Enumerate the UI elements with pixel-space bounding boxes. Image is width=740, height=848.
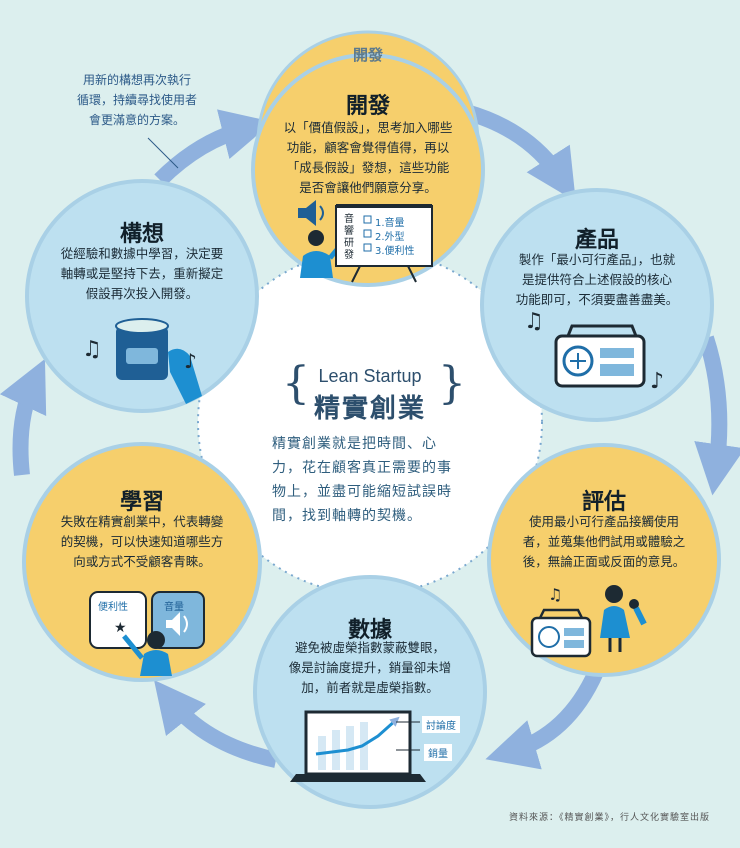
idea-description: 從經驗和數據中學習，決定要 軸轉或是堅持下去，重新擬定 假設再次投入開發。 [46, 244, 238, 304]
music-note-icon: ♫ ♪ [82, 337, 197, 373]
arrow-idea-to-develop [154, 109, 273, 186]
arrow-product-to-evaluate [694, 335, 740, 496]
svg-text:♫: ♫ [524, 309, 544, 334]
center-description: 精實創業就是把時間、心 力，花在顧客真正需要的事 物上，並盡可能縮短試誤時 間，… [272, 432, 472, 528]
note-pointer-line [147, 137, 179, 169]
svg-text:♪: ♪ [650, 369, 664, 394]
center-brace-left: { [282, 358, 310, 409]
product-title: 產品 [574, 228, 619, 253]
board-item: 1.音量 [375, 218, 405, 229]
evaluate-description: 使用最小可行產品接觸使用 者，並蒐集他們試用或體驗之 後，無論正面或反面的意見。 [506, 512, 702, 572]
board-side-label: 音 響 研 發 [344, 214, 356, 262]
svg-text:♫: ♫ [82, 337, 102, 362]
board-side-char: 發 [344, 250, 354, 261]
card-label-usability: 便利性 [98, 602, 128, 613]
data-line: 像是討論度提升，銷量卻未增 [288, 660, 452, 675]
svg-text:★: ★ [114, 620, 127, 636]
center-line: 物上，並盡可能縮短試誤時 [272, 484, 452, 500]
radio-icon [530, 608, 592, 658]
legend-sales: 銷量 [424, 744, 452, 761]
speaker-icon [298, 200, 324, 226]
product-line: 是提供符合上述假設的核心 [521, 272, 672, 287]
hand-icon [168, 348, 202, 404]
learn-line: 的契機，可以快速知道哪些方 [60, 534, 224, 549]
product-description: 製作「最小可行產品」，也就 是提供符合上述假設的核心 功能即可，不須要盡善盡美。 [500, 250, 694, 310]
cycle-note: 用新的構想再次執行 循環，持續尋找使用者 會更滿意的方案。 [52, 70, 222, 130]
board-side-char: 響 [344, 226, 354, 237]
svg-text:♫: ♫ [548, 585, 562, 604]
person-with-microphone-icon [600, 585, 647, 652]
develop-line: 以「價值假設」，思考加入哪些 [283, 120, 453, 135]
source-credit: 資料來源：《精實創業》，行人文化實驗室出版 [508, 813, 710, 823]
evaluate-line: 使用最小可行產品接觸使用 [528, 514, 679, 529]
data-line: 避免被虛榮指數蒙蔽雙眼， [294, 640, 445, 655]
learn-line: 失敗在精實創業中，代表轉變 [60, 514, 224, 529]
laptop-chart-icon [290, 710, 426, 782]
evaluate-line: 者，並蒐集他們試用或體驗之 [522, 534, 686, 549]
center-english-title: Lean Startup [318, 366, 422, 386]
center-brace-right: } [438, 358, 466, 409]
center-circle [197, 249, 543, 595]
idea-line: 軸轉或是堅持下去，重新擬定 [60, 266, 224, 281]
card-label-volume: 音量 [164, 602, 184, 613]
note-line: 用新的構想再次執行 [82, 73, 191, 87]
develop-title: 開發 [345, 94, 390, 119]
radio-icon [554, 324, 646, 388]
develop-line: 功能，顧客會覺得值得，再以 [286, 140, 450, 155]
arrow-data-to-learn [153, 680, 278, 768]
evaluate-line: 後，無論正面或反面的意見。 [522, 554, 686, 569]
center-chinese-title: 精實創業 [313, 394, 426, 424]
board-side-char: 音 [344, 214, 354, 225]
center-line: 力，花在顧客真正需要的事 [272, 460, 452, 476]
center-line: 間，找到軸轉的契機。 [272, 508, 422, 524]
develop-line: 是否會讓他們願意分享。 [299, 180, 437, 195]
idea-title: 構想 [119, 222, 164, 247]
cycle-arrows [0, 104, 740, 770]
music-note-icon: ♫ ♪ [524, 309, 664, 394]
board-item: 2.外型 [375, 232, 405, 243]
music-note-icon: ♫ [548, 585, 562, 604]
idea-circle [25, 179, 259, 413]
arrow-evaluate-to-data [485, 668, 604, 770]
volume-card-icon [151, 591, 205, 649]
person-pointing-icon [122, 631, 172, 676]
product-line: 功能即可，不須要盡善盡美。 [515, 292, 679, 307]
develop-tab-label: 開發 [352, 46, 383, 64]
product-line: 製作「最小可行產品」，也就 [518, 252, 676, 267]
arrow-develop-to-product [463, 104, 576, 202]
data-line: 加，前者就是虛榮指數。 [301, 680, 439, 695]
legend-discussion: 討論度 [422, 716, 460, 733]
board-side-char: 研 [344, 238, 354, 249]
center-line: 精實創業就是把時間、心 [272, 436, 437, 452]
usability-card-icon: ★ [89, 591, 147, 649]
svg-text:♪: ♪ [184, 349, 197, 373]
idea-line: 假設再次投入開發。 [85, 286, 199, 301]
learn-title: 學習 [119, 490, 164, 515]
note-line: 會更滿意的方案。 [88, 113, 185, 127]
arrow-learn-to-idea [0, 358, 47, 476]
product-circle [480, 188, 714, 422]
speaker-box-icon [115, 318, 169, 380]
develop-description: 以「價值假設」，思考加入哪些 功能，顧客會覺得值得，再以 「成長假設」發想，這些… [258, 118, 478, 198]
develop-line: 「成長假設」發想，這些功能 [286, 160, 450, 175]
data-description: 避免被虛榮指數蒙蔽雙眼， 像是討論度提升，銷量卻未增 加，前者就是虛榮指數。 [274, 638, 466, 698]
learn-description: 失敗在精實創業中，代表轉變 的契機，可以快速知道哪些方 向或方式不受顧客青睞。 [38, 512, 246, 572]
data-title: 數據 [347, 618, 392, 643]
evaluate-title: 評估 [581, 490, 626, 515]
whiteboard-icon [335, 204, 433, 283]
board-item: 3.便利性 [375, 246, 415, 257]
idea-line: 從經驗和數據中學習，決定要 [60, 246, 224, 261]
note-line: 循環，持續尋找使用者 [76, 93, 197, 107]
learn-line: 向或方式不受顧客青睞。 [73, 554, 211, 569]
